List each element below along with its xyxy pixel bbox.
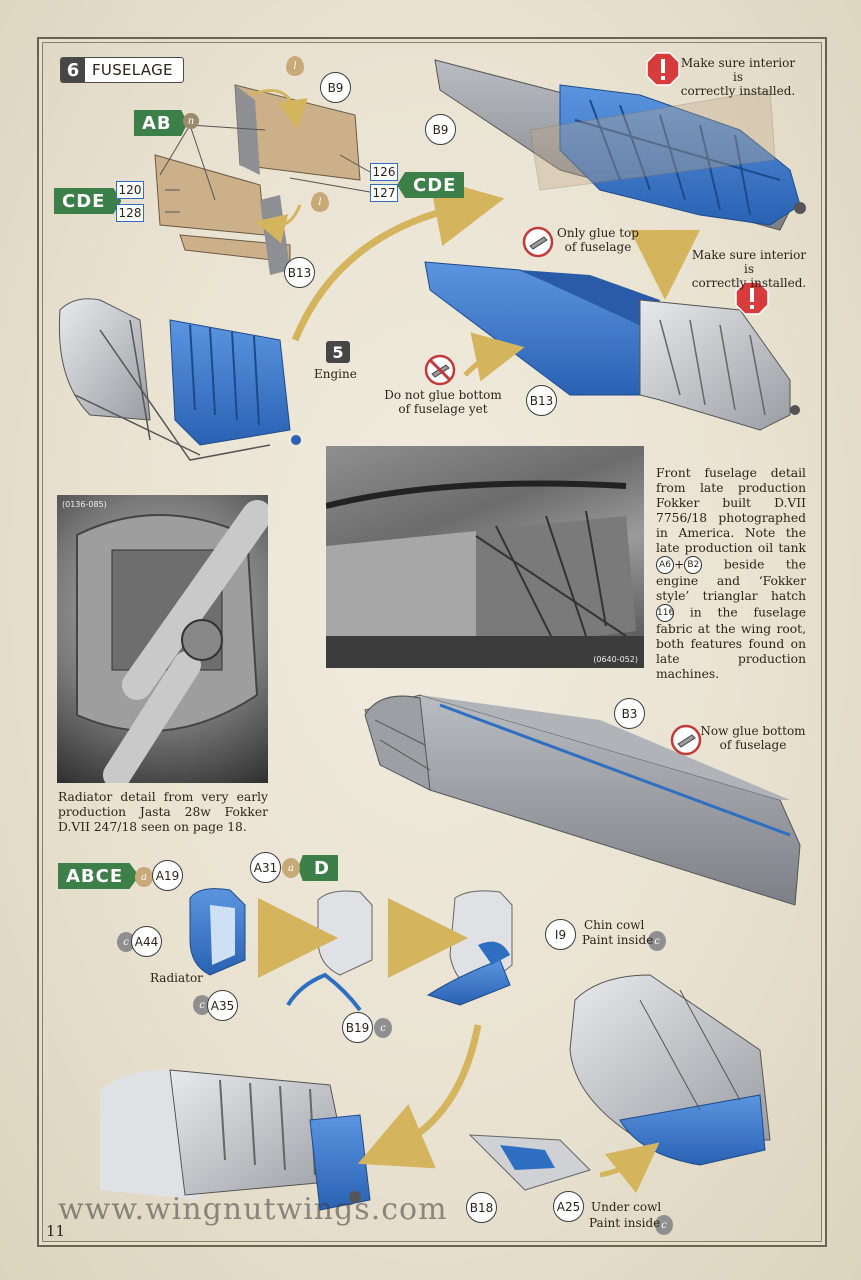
paint-drop-n-icon: n: [183, 113, 199, 129]
callout-b13: B13: [526, 385, 557, 416]
paint-drop-c-icon: c: [648, 931, 666, 951]
nose-with-cowl: [468, 974, 771, 1191]
step-title: FUSELAGE: [92, 61, 173, 79]
photo-fuselage-detail: (0640-052): [326, 446, 644, 668]
caption-radiator-detail: Radiator detail from very early producti…: [58, 790, 268, 834]
callout-a19: A19: [152, 860, 183, 891]
page-frame: [37, 37, 827, 1247]
paint-drop-a-icon: a: [135, 867, 153, 887]
page-number: 11: [46, 1222, 66, 1240]
radiator-sequence: [189, 888, 513, 1012]
engine-assembly: [58, 298, 301, 461]
callout-b18: B18: [466, 1192, 497, 1223]
part-number-120: 120: [116, 181, 144, 199]
fuselage-middle-right: [424, 261, 800, 431]
fuselage-bottom-view: [364, 694, 801, 906]
tag-cde-right: CDE: [397, 172, 465, 198]
fuselage-side-panels: [154, 84, 371, 275]
photo-id-left: (0136-085): [62, 500, 107, 509]
tag-abce: ABCE: [58, 863, 140, 889]
note-glue-bottom: Now glue bottom of fuselage: [700, 724, 806, 752]
part-number-126: 126: [370, 163, 398, 181]
note-radiator: Radiator: [150, 971, 203, 985]
fuselage-top-right: [434, 59, 806, 231]
part-number-127: 127: [370, 184, 398, 202]
tag-cde-left: CDE: [54, 188, 122, 214]
photo-radiator-detail: (0136-085): [57, 495, 268, 783]
note-chin-cowl: Chin cowl: [584, 918, 645, 932]
callout-a44: A44: [131, 926, 162, 957]
caption-text: beside the engine and ‘Fokker style’ tri…: [656, 557, 806, 604]
flow-arrows: [249, 89, 700, 1194]
engine-step-badge: 5: [326, 341, 350, 363]
note-under-cowl: Under cowl: [591, 1200, 662, 1214]
caption-plus: +: [674, 557, 685, 572]
paint-drop-l-icon: l: [311, 192, 329, 212]
part-ref-b2: B2: [684, 556, 703, 574]
paint-drop-l-icon: l: [286, 56, 304, 76]
paint-drop-c-icon: c: [374, 1018, 392, 1038]
photo-id-right: (0640-052): [593, 655, 638, 664]
engine-with-cowl: [100, 1069, 371, 1211]
step-number: 6: [61, 58, 85, 82]
callout-a31: A31: [250, 852, 281, 883]
part-ref-a6: A6: [656, 556, 674, 574]
glue-tube-icon: [522, 226, 554, 258]
note-interior-check: Make sure interior is correctly installe…: [680, 56, 796, 98]
callout-a35: A35: [207, 990, 238, 1021]
caption-text: in the fuselage fabric at the wing root,…: [656, 605, 806, 682]
part-ref-116: 116: [656, 604, 674, 622]
step-header: 6 FUSELAGE: [60, 57, 184, 83]
caption-fuselage-detail: Front fuselage detail from late producti…: [656, 466, 806, 682]
tag-d: D: [298, 855, 338, 881]
no-glue-icon: [424, 354, 456, 386]
paint-drop-c-icon: c: [655, 1215, 673, 1235]
paint-drop-c-icon: c: [117, 932, 135, 952]
paint-drop-a-icon: a: [282, 858, 300, 878]
wingnut-logo-stamp: [529, 89, 776, 191]
callout-b9: B9: [320, 72, 351, 103]
caption-text: Front fuselage detail from late producti…: [656, 466, 806, 555]
photo-fuselage-detail-image: [326, 480, 644, 668]
tag-ab: AB: [134, 110, 188, 136]
engine-label: Engine: [314, 367, 357, 381]
note-chin-paint: Paint inside: [582, 933, 654, 947]
callout-b19: B19: [342, 1012, 373, 1043]
note-interior-check: Make sure interior is correctly installe…: [691, 248, 807, 290]
paint-drop-c-icon: c: [193, 995, 211, 1015]
callout-b3: B3: [614, 698, 645, 729]
note-no-glue-bottom: Do not glue bottom of fuselage yet: [384, 388, 502, 416]
note-under-paint: Paint inside: [589, 1216, 661, 1230]
callout-a25: A25: [553, 1191, 584, 1222]
note-glue-top: Only glue top of fuselage: [557, 226, 639, 254]
part-number-128: 128: [116, 204, 144, 222]
callout-b13: B13: [284, 257, 315, 288]
website-watermark: www.wingnutwings.com: [58, 1192, 448, 1227]
photo-radiator-image: [76, 500, 268, 783]
callout-i9: I9: [545, 919, 576, 950]
glue-tube-icon: [670, 724, 702, 756]
warning-icon: [735, 281, 769, 315]
warning-icon: [646, 52, 680, 86]
callout-b9: B9: [425, 114, 456, 145]
